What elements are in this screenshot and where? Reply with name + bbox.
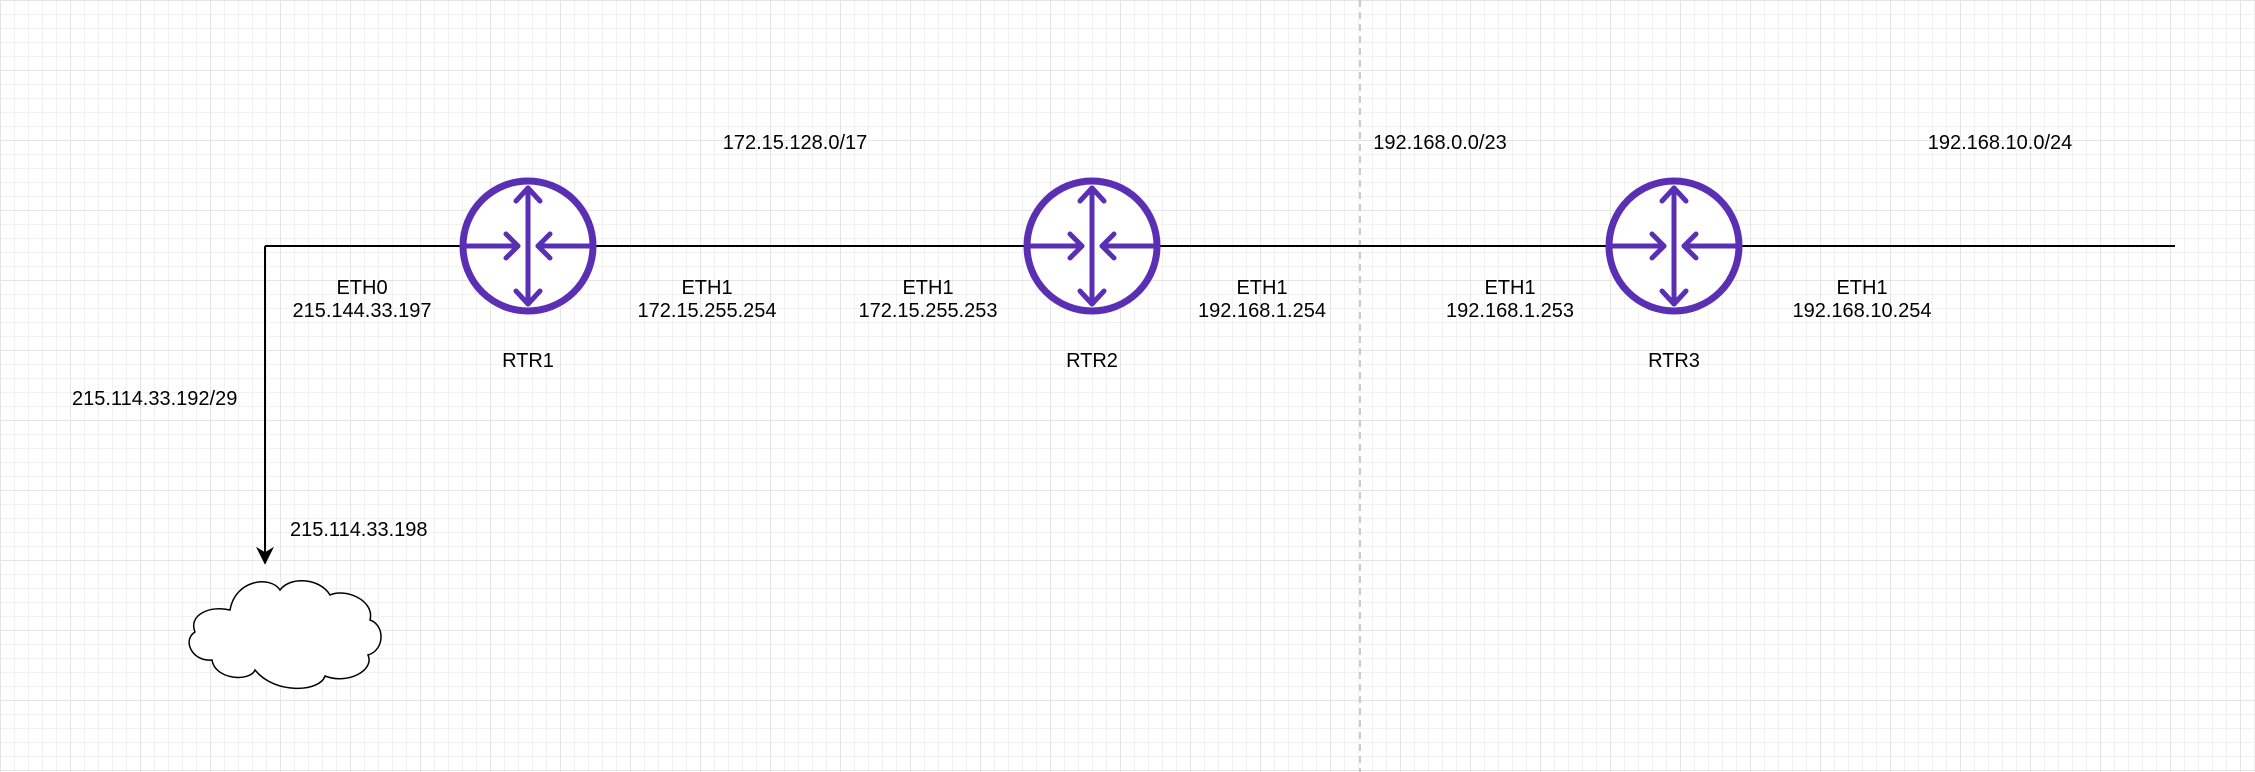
interface-name: ETH1: [1836, 277, 1888, 299]
interface-ip: 172.15.255.254: [637, 300, 777, 322]
router-label-rtr1: RTR1: [502, 350, 554, 372]
interface-label-rtr3-eth1a: ETH1 192.168.1.253: [1446, 277, 1574, 323]
interface-name: ETH0: [336, 277, 388, 299]
interface-label-rtr3-eth1b: ETH1 192.168.10.254: [1792, 277, 1931, 323]
cloud-icon[interactable]: [188, 579, 382, 690]
interface-label-rtr2-eth1b: ETH1 192.168.1.254: [1198, 277, 1326, 323]
network-label-wan: 215.114.33.192/29: [72, 388, 238, 410]
interface-name: ETH1: [1236, 277, 1288, 299]
interface-ip: 192.168.1.253: [1446, 300, 1574, 322]
cloud-ip-label: 215.114.33.198: [290, 519, 428, 541]
interface-ip: 215.144.33.197: [292, 300, 432, 322]
network-label-net3: 192.168.10.0/24: [1927, 132, 2073, 154]
router-icon[interactable]: [1023, 177, 1161, 315]
router-icon[interactable]: [459, 177, 597, 315]
router-label-rtr3: RTR3: [1648, 350, 1700, 372]
interface-ip: 172.15.255.253: [858, 300, 998, 322]
interface-ip: 192.168.10.254: [1792, 300, 1932, 322]
router-icon[interactable]: [1605, 177, 1743, 315]
interface-ip: 192.168.1.254: [1198, 300, 1326, 322]
interface-label-rtr2-eth1a: ETH1 172.15.255.253: [858, 277, 997, 323]
network-label-net2: 192.168.0.0/23: [1373, 132, 1507, 154]
interface-name: ETH1: [681, 277, 733, 299]
interface-name: ETH1: [1484, 277, 1536, 299]
interface-name: ETH1: [902, 277, 954, 299]
router-label-rtr2: RTR2: [1066, 350, 1118, 372]
interface-label-rtr1-eth1: ETH1 172.15.255.254: [637, 277, 776, 323]
interface-label-rtr1-eth0: ETH0 215.144.33.197: [292, 277, 431, 323]
network-label-net1: 172.15.128.0/17: [722, 132, 868, 154]
